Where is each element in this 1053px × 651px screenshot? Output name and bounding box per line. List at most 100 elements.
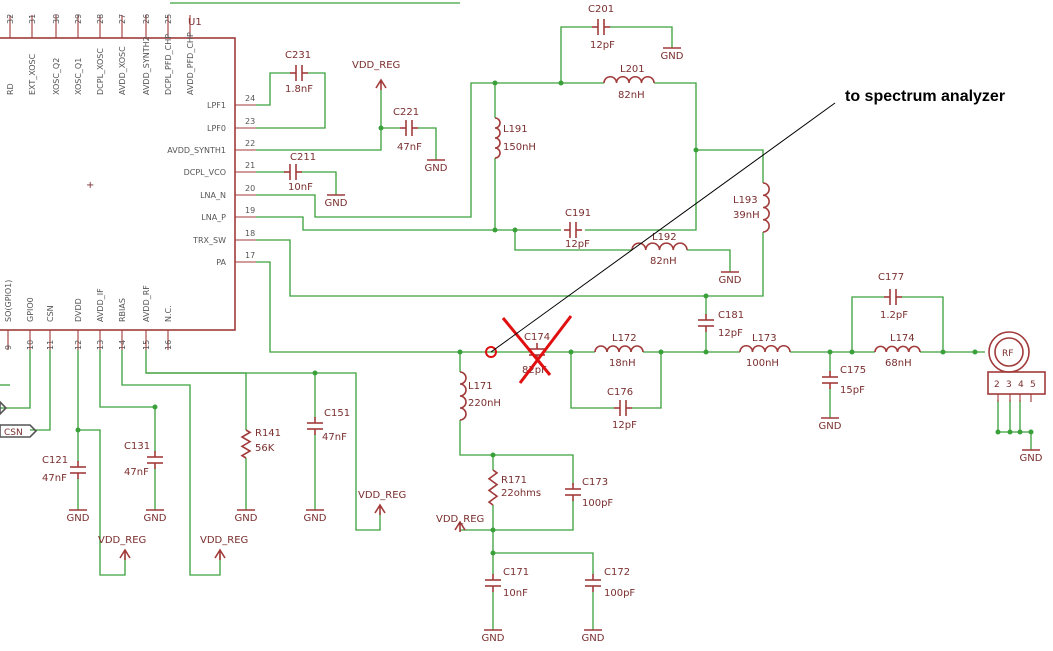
val-c211: 10nF	[288, 182, 313, 193]
components: C20112pFL20182nHC2311.8nFC22147nFC21110n…	[42, 4, 921, 599]
vdd-reg-label: VDD_REG	[436, 514, 484, 525]
capacitor-c231: C231 1.8nF	[285, 50, 313, 95]
val-c181: 12pF	[718, 328, 743, 339]
ref-c177: C177	[878, 272, 904, 283]
ic-u1: U1 + 32RD31EXT_XOSC30XOSC_Q229XOSC_Q128D…	[0, 14, 256, 350]
ic-top-pin-num: 27	[118, 14, 127, 24]
val-l172: 18nH	[609, 358, 636, 369]
val-l193: 39nH	[733, 210, 760, 221]
ref-l191: L191	[503, 124, 528, 135]
val-l201: 82nH	[618, 90, 645, 101]
ic-right-pin-name: TRX_SW	[192, 236, 226, 245]
annotation-text: to spectrum analyzer	[845, 88, 1005, 105]
ref-c172: C172	[604, 567, 630, 578]
vdd-reg-label: VDD_REG	[352, 60, 400, 71]
gnd-label: GND	[819, 421, 842, 432]
val-c151: 47nF	[322, 432, 347, 443]
ic-right-pin-name: LPF0	[207, 124, 226, 133]
ic-right-pin-num: 22	[245, 139, 255, 148]
val-r171: 22ohms	[501, 488, 541, 499]
ref-c174: C174	[524, 332, 550, 343]
ref-r141: R141	[255, 428, 281, 439]
capacitor-c211: C211 10nF	[284, 152, 316, 193]
rf-label: RF	[1002, 349, 1013, 359]
ic-top-pin-name: AVDD_PFD_CHP	[186, 32, 195, 95]
ic-bottom-pin-num: 15	[142, 340, 151, 350]
ic-bottom-pin-num: 11	[46, 340, 55, 350]
conn-pin-4: 4	[1018, 380, 1024, 390]
ic-ref: U1	[188, 17, 202, 28]
ic-bottom-pin-num: 9	[4, 345, 13, 350]
ic-bottom-pin-num: 13	[96, 340, 105, 350]
gnd-icon: GND	[304, 509, 327, 524]
ic-right-pin-num: 23	[245, 117, 255, 126]
ref-c181: C181	[718, 310, 744, 321]
gnd-icon: GND	[661, 47, 684, 62]
gnd-icon: GND	[67, 509, 90, 524]
ic-top-pin-num: 30	[52, 14, 61, 24]
gnd-icon: GND	[325, 194, 348, 209]
ic-bottom-pin-name: CSN	[46, 305, 55, 322]
ref-c201: C201	[588, 4, 614, 15]
svg-text:+: +	[86, 180, 94, 191]
val-c121: 47nF	[42, 473, 67, 484]
ic-right-pin-num: 21	[245, 161, 255, 170]
val-l174: 68nH	[885, 358, 912, 369]
ic-bottom-pin-num: 14	[118, 340, 127, 350]
capacitor-c121: C121 47nF	[42, 455, 86, 484]
ic-right-pin-num: 18	[245, 229, 255, 238]
val-l171: 220nH	[468, 398, 501, 409]
capacitor-c191: C191 12pF	[564, 208, 591, 250]
ic-right-pin-num: 24	[245, 94, 255, 103]
gnd-icon: GND	[1020, 449, 1043, 464]
val-c131: 47nF	[124, 467, 149, 478]
ref-c173: C173	[582, 477, 608, 488]
vdd-reg-label: VDD_REG	[98, 535, 146, 546]
val-l192: 82nH	[650, 256, 677, 267]
ref-l201: L201	[620, 64, 645, 75]
capacitor-c173: C173 100pF	[565, 477, 613, 509]
ic-top-pin-name: RD	[6, 83, 15, 95]
gnd-icon: GND	[235, 509, 258, 524]
net-label-csn: CSN	[0, 400, 38, 438]
gnd-label: GND	[67, 513, 90, 524]
ic-right-pin-name: LPF1	[207, 101, 226, 110]
ic-bottom-pin-name: RBIAS	[118, 298, 127, 322]
val-c173: 100pF	[582, 498, 613, 509]
ref-c211: C211	[290, 152, 316, 163]
val-c176: 12pF	[612, 420, 637, 431]
ref-c121: C121	[42, 455, 68, 466]
val-l173: 100nH	[746, 358, 779, 369]
val-c231: 1.8nF	[285, 84, 313, 95]
ref-l171: L171	[468, 381, 493, 392]
ic-bottom-pin-name: SO(GPIO1)	[4, 280, 13, 322]
ref-c171: C171	[503, 567, 529, 578]
val-c191: 12pF	[565, 239, 590, 250]
svg-text:CSN: CSN	[4, 428, 23, 438]
inductor-l193: L193 39nH	[733, 182, 770, 233]
ref-c231: C231	[285, 50, 311, 61]
ic-bottom-pin-num: 16	[164, 340, 173, 350]
val-r141: 56K	[255, 443, 275, 454]
resistor-r141: R141 56K	[240, 428, 281, 459]
ref-l173: L173	[752, 333, 777, 344]
junctions	[75, 80, 1034, 556]
ic-top-pin-name: DCPL_XOSC	[96, 48, 105, 95]
vdd-reg-icon: VDD_REG	[200, 535, 248, 560]
ic-right-pin-num: 20	[245, 184, 255, 193]
ref-l174: L174	[890, 333, 915, 344]
ic-right-pin-name: DCPL_VCO	[184, 168, 226, 177]
vdd-reg-icon: VDD_REG	[98, 535, 146, 560]
inductor-l171: L171 220nH	[459, 371, 501, 421]
ic-top-pin-name: EXT_XOSC	[28, 53, 37, 95]
ref-l193: L193	[733, 195, 758, 206]
ic-top-pin-name: XOSC_Q1	[74, 58, 83, 95]
ref-c191: C191	[565, 208, 591, 219]
